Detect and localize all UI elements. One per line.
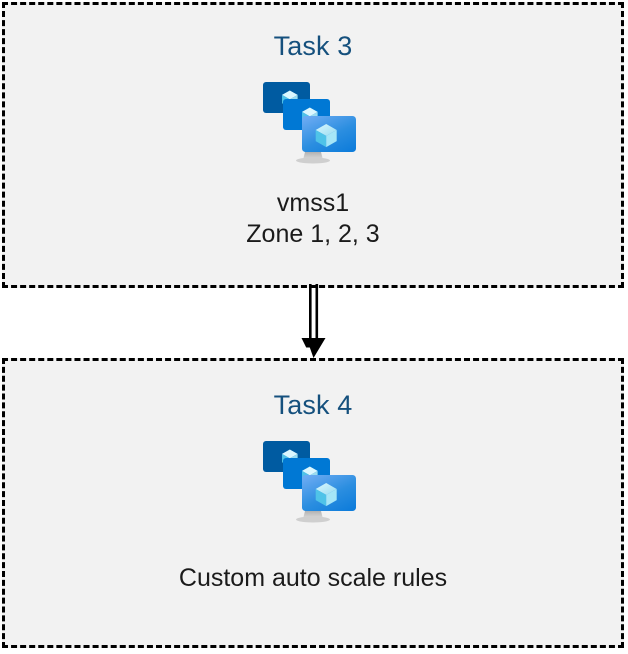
virtual-machine-scale-set-icon — [257, 74, 369, 174]
virtual-machine-scale-set-icon — [257, 433, 369, 533]
task-node-caption-line: vmss1 — [276, 189, 350, 217]
task3-to-task4-arrow — [296, 284, 336, 362]
task-node-caption-line: Zone 1, 2, 3 — [246, 220, 380, 248]
task-node-title: Task 4 — [273, 390, 353, 420]
task-node-title: Task 3 — [273, 31, 353, 61]
task-node-task-3[interactable]: Task 3 — [2, 2, 624, 288]
task-node-task-4[interactable]: Task 4 — [2, 358, 624, 648]
task-node-caption: Custom auto scale rules — [179, 563, 447, 594]
task-node-caption: vmss1 Zone 1, 2, 3 — [246, 188, 379, 250]
task-node-caption-line: Custom auto scale rules — [178, 564, 448, 592]
